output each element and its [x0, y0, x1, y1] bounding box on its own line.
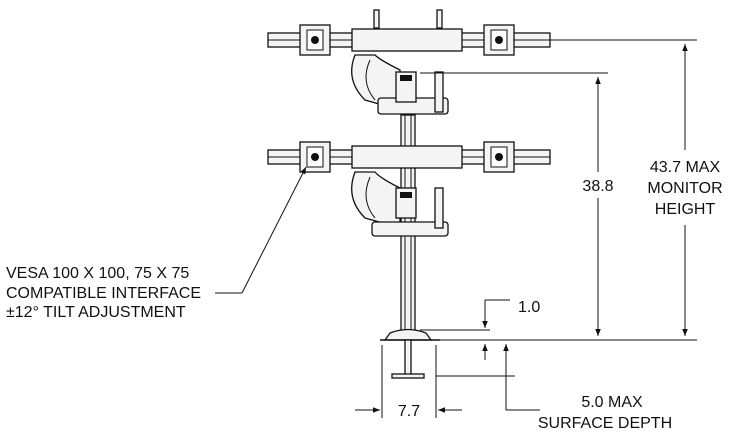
right-vesa-head-lower [483, 141, 515, 173]
base-thickness-dimension: 1.0 [420, 299, 540, 360]
lower-arm-assembly [267, 141, 551, 237]
right-vesa-head-upper [483, 24, 515, 56]
arm-spacing-dimension: 38.8 [420, 72, 614, 336]
surface-depth-dimension: 5.0 MAX SURFACE DEPTH [436, 344, 672, 432]
left-vesa-head-lower [299, 141, 331, 173]
base-width-value: 7.7 [398, 403, 420, 420]
max-height-line3: HEIGHT [655, 201, 716, 218]
max-height-dimension: 43.7 MAX MONITOR HEIGHT [550, 39, 723, 336]
arm-spacing-value: 38.8 [582, 178, 613, 195]
max-height-line1: 43.7 MAX [650, 159, 721, 176]
surface-depth-line1: 5.0 MAX [581, 394, 643, 411]
max-height-line2: MONITOR [647, 180, 722, 197]
vesa-line1: VESA 100 X 100, 75 X 75 [6, 265, 189, 282]
surface-depth-line2: SURFACE DEPTH [538, 415, 672, 432]
base-thickness-value: 1.0 [518, 299, 540, 316]
vesa-callout: VESA 100 X 100, 75 X 75 COMPATIBLE INTER… [6, 166, 307, 321]
vesa-line3: ±12° TILT ADJUSTMENT [6, 304, 186, 321]
base-width-dimension: 7.7 [355, 345, 462, 420]
upper-arm-assembly [267, 24, 551, 115]
vesa-line2: COMPATIBLE INTERFACE [6, 285, 201, 302]
desk-clamp-base [380, 328, 440, 379]
vertical-pole [373, 9, 443, 336]
left-vesa-head-upper [299, 24, 331, 56]
